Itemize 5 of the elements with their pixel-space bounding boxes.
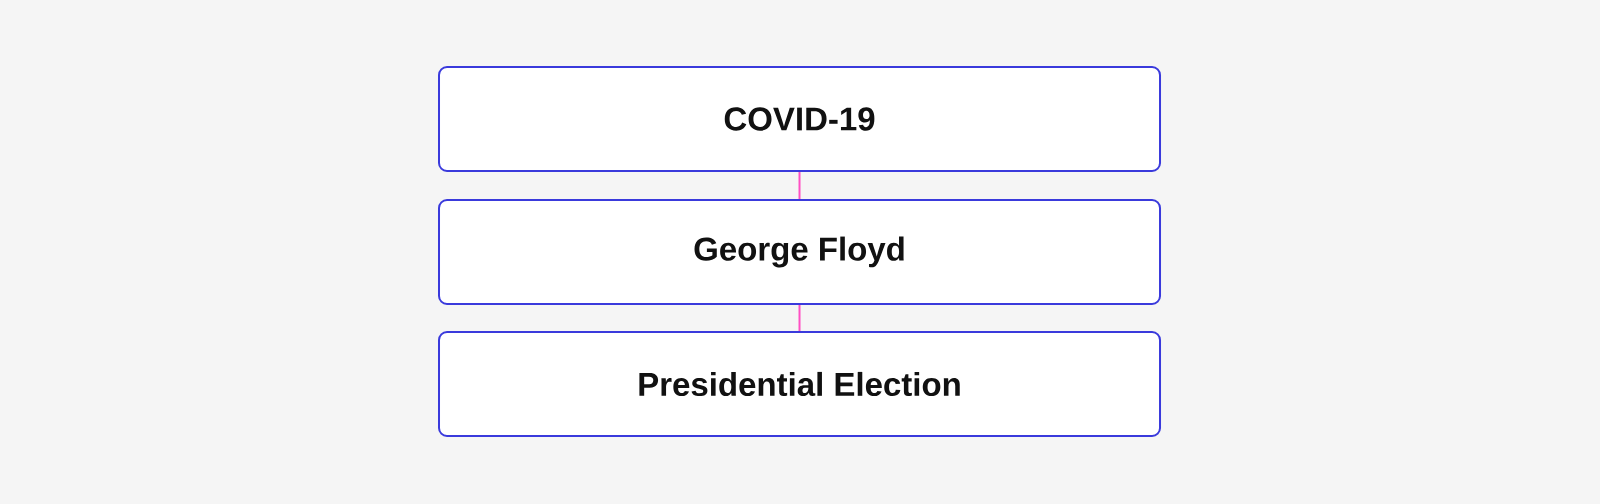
connector-line [798,171,801,200]
text-box: COVID-19 [438,66,1161,172]
text-box: Presidential Election [438,331,1161,437]
text-box: George Floyd [438,199,1161,305]
connector-line [798,304,801,332]
